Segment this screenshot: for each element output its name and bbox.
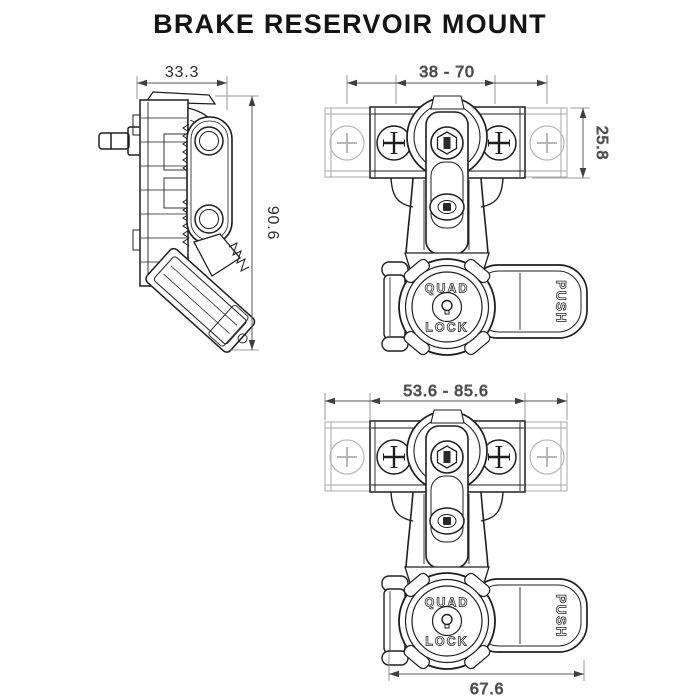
page-title: BRAKE RESERVOIR MOUNT (153, 9, 547, 39)
angled-mount-plate (145, 233, 256, 353)
dim-bar-height: 25.8 (593, 126, 610, 160)
mounting-bolt (98, 126, 142, 156)
dim-hole-spacing-range: 38 - 70 (419, 64, 474, 81)
front-view-compact-dimensions: 38 - 70 25.8 (346, 64, 611, 179)
dim-width-range: 53.6 - 85.6 (403, 383, 488, 400)
pivot-arm (186, 116, 233, 245)
dim-side-width: 33.3 (165, 64, 199, 81)
dim-side-height: 90.6 (264, 206, 281, 240)
side-view: 33.3 90.6 (98, 64, 281, 353)
front-view-extended (323, 408, 589, 672)
front-view-extended-dimensions: 53.6 - 85.6 67.6 (324, 383, 585, 699)
front-view-compact (323, 94, 589, 358)
side-view-dimensions: 33.3 90.6 (136, 64, 281, 351)
dim-head-width: 67.6 (470, 681, 504, 698)
